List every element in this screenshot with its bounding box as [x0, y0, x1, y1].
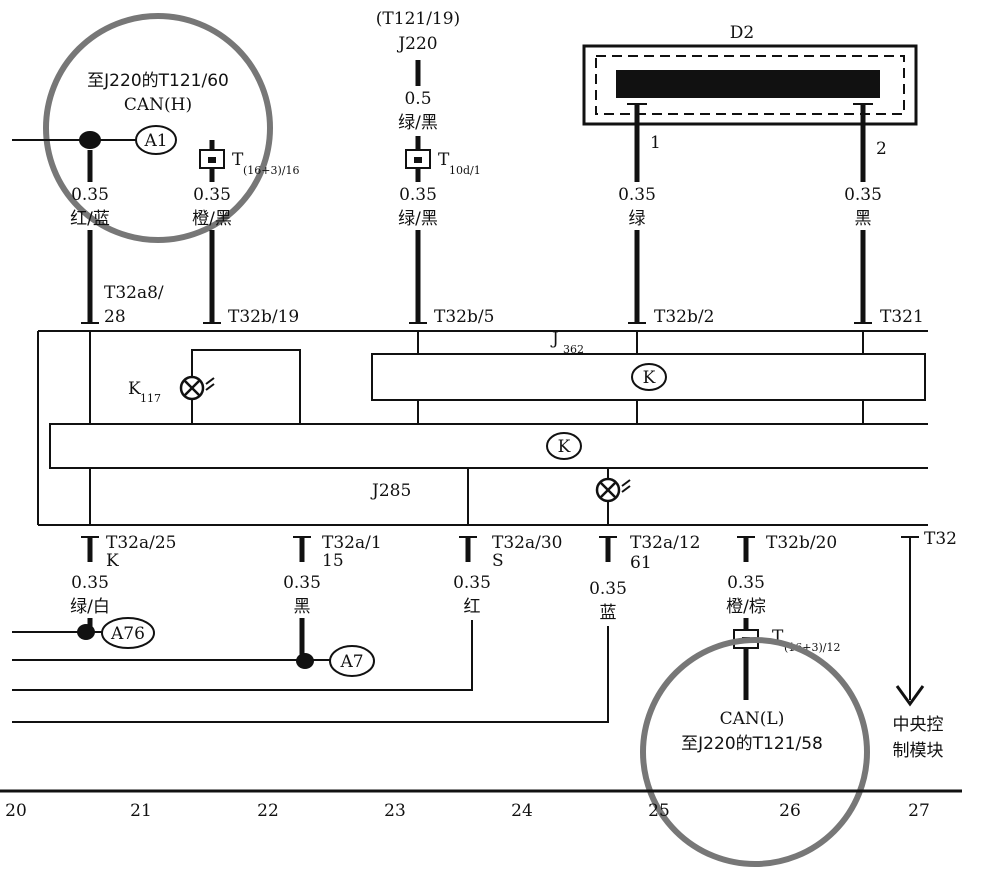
- d2-pin-1: 1: [650, 133, 661, 153]
- wire-4-size: 0.35: [618, 185, 656, 205]
- lamp-icon: [179, 375, 215, 401]
- badge-a76: [101, 617, 155, 649]
- wire-b3-pin: T32a/30: [492, 533, 562, 553]
- wire-b4-pin: T32a/12: [630, 533, 700, 553]
- wire-3-size: 0.35: [399, 185, 437, 205]
- wire-3-color: 绿/黑: [398, 209, 438, 229]
- scale-24: 24: [511, 801, 533, 821]
- can-l-label-1: CAN(L): [720, 709, 785, 729]
- a1-ring-label-2: CAN(H): [124, 95, 192, 115]
- scale-23: 23: [384, 801, 406, 821]
- wire-b3-size: 0.35: [453, 573, 491, 593]
- j220-ref-2: J220: [396, 34, 437, 54]
- wire-b4-size: 0.35: [589, 579, 627, 599]
- scale-20: 20: [5, 801, 27, 821]
- wire-1-size: 0.35: [71, 185, 109, 205]
- wire-b2-size: 0.35: [283, 573, 321, 593]
- wire-1-pin-b: 28: [104, 307, 126, 327]
- lamp-icon: [595, 477, 631, 503]
- wire-b1-size: 0.35: [71, 573, 109, 593]
- k117-sub: 117: [140, 392, 161, 405]
- wire-4-pin: T32b/2: [654, 307, 714, 327]
- badge-a1: [135, 125, 177, 155]
- can-l-label-2: 至J220的T121/58: [681, 734, 823, 754]
- wire-b4-color: 蓝: [600, 603, 617, 623]
- wire-b5-color: 橙/棕: [726, 597, 766, 617]
- j220-ref-1: (T121/19): [376, 9, 460, 29]
- arrow-down-icon: [895, 685, 925, 707]
- d2-label: D2: [730, 23, 754, 43]
- wire-3-color-top: 绿/黑: [398, 113, 438, 133]
- wire-b1-color: 绿/白: [70, 597, 110, 617]
- badge-k-j362-label: K: [643, 368, 656, 388]
- scale-26: 26: [779, 801, 801, 821]
- splice-point: [77, 624, 95, 640]
- splice-point: [296, 653, 314, 669]
- connector-icon: [199, 140, 225, 169]
- highlight-ring-can-h: [43, 13, 273, 243]
- wire-2-connector-t: T: [232, 150, 244, 170]
- a1-ring-label-1: 至J220的T121/60: [87, 71, 229, 91]
- splice-point: [79, 131, 101, 149]
- d2-element: [616, 70, 880, 98]
- badge-a76-label: A76: [110, 624, 145, 644]
- wire-b4-pin-sub: 61: [630, 553, 652, 573]
- wire-b4: [12, 626, 609, 723]
- k117-label: K: [128, 379, 141, 399]
- scale-27: 27: [908, 801, 930, 821]
- scale-21: 21: [130, 801, 152, 821]
- scale-25: 25: [648, 801, 670, 821]
- wire-b1-pin-sub: K: [106, 551, 119, 571]
- j362-sub: 362: [563, 343, 584, 356]
- wire-5-color: 黑: [855, 209, 872, 229]
- d2-inner-border: [595, 55, 905, 115]
- wire-4-color: 绿: [629, 209, 646, 229]
- connector-icon: [405, 149, 431, 169]
- wire-b1-pin: T32a/25: [106, 533, 176, 553]
- badge-k-j285-label: K: [558, 437, 571, 457]
- wire-2-color: 橙/黑: [192, 209, 232, 229]
- central-module-label-2: 制模块: [893, 741, 944, 761]
- wire-5-size: 0.35: [844, 185, 882, 205]
- wire-3-connector-t: T: [438, 150, 450, 170]
- k117-loop: [191, 349, 301, 424]
- wire-b2-pin: T32a/1: [322, 533, 382, 553]
- wire-b3: [12, 620, 473, 691]
- central-module-label-1: 中央控: [893, 715, 944, 735]
- scale-22: 22: [257, 801, 279, 821]
- d2-pin-2: 2: [876, 139, 887, 159]
- highlight-ring-can-l: [640, 637, 870, 867]
- wire-b5-size: 0.35: [727, 573, 765, 593]
- badge-k-j285: [546, 432, 582, 460]
- wire-3-connector-sub: 10d/1: [449, 164, 481, 177]
- wire-2-connector-sub: (16+3)/16: [243, 164, 300, 177]
- wire-1-color: 红/蓝: [70, 209, 110, 229]
- wire-b3-color: 红: [464, 597, 481, 617]
- wire-1-pin-a: T32a8/: [104, 283, 164, 303]
- wire-3-pin: T32b/5: [434, 307, 494, 327]
- wire-2-size: 0.35: [193, 185, 231, 205]
- badge-a7-label: A7: [339, 652, 363, 672]
- badge-a7: [329, 645, 375, 677]
- wire-3-size-top: 0.5: [404, 89, 431, 109]
- wire-b2-color: 黑: [294, 597, 311, 617]
- badge-a1-label: A1: [143, 131, 167, 151]
- wire-b5-pin: T32b/20: [766, 533, 837, 553]
- wire-5-pin: T321: [880, 307, 924, 327]
- wire-b2-pin-sub: 15: [322, 551, 344, 571]
- j285-module: [49, 423, 928, 469]
- wire-2-pin: T32b/19: [228, 307, 299, 327]
- wire-b3-pin-sub: S: [492, 551, 504, 571]
- j362-label: J: [550, 329, 559, 349]
- wire-b6-pin: T32: [924, 529, 957, 549]
- badge-k-j362: [631, 363, 667, 391]
- j285-label: J285: [370, 481, 411, 501]
